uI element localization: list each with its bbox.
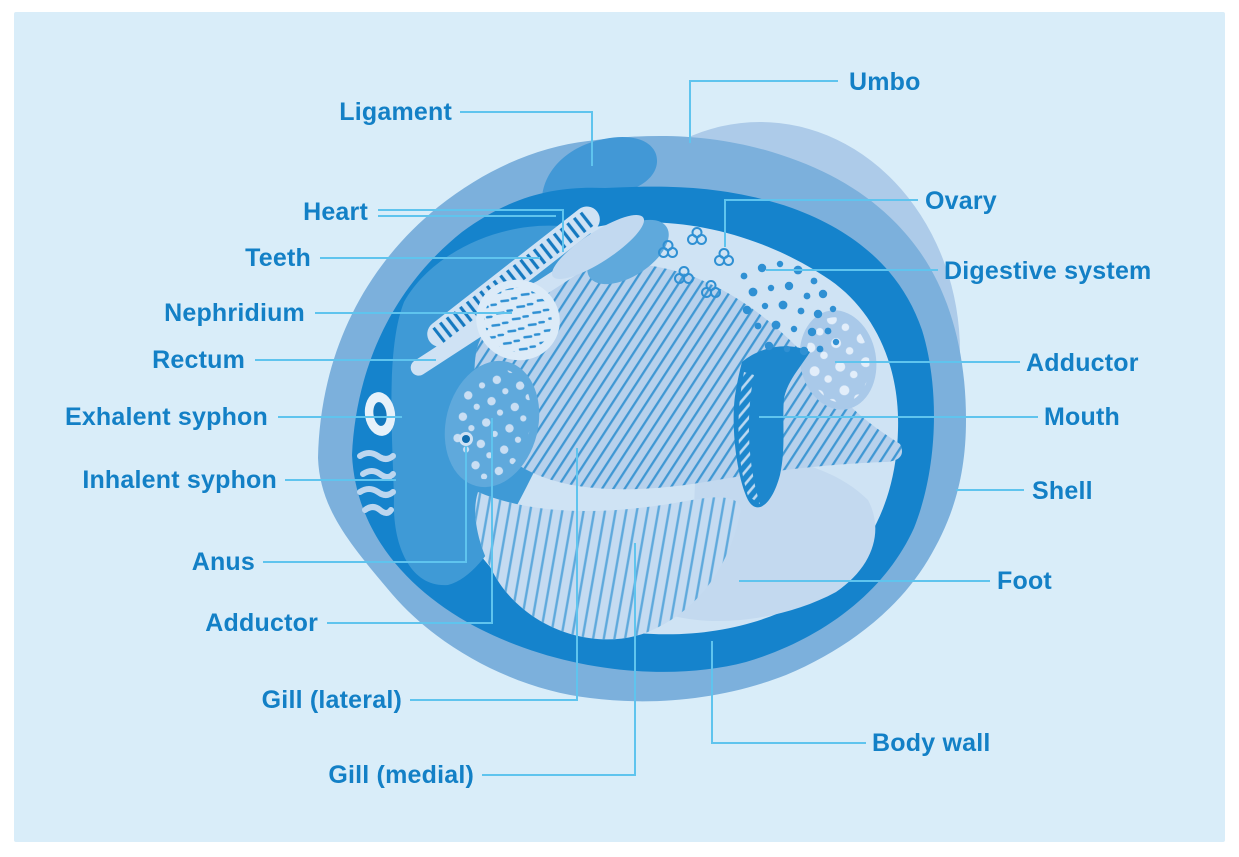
label-foot: Foot (997, 567, 1052, 595)
label-body-wall: Body wall (872, 729, 991, 757)
label-gill-lateral: Gill (lateral) (261, 686, 402, 714)
label-mouth: Mouth (1044, 403, 1120, 431)
label-adductor-left: Adductor (205, 609, 318, 637)
label-shell: Shell (1032, 477, 1093, 505)
nephridium-shape (476, 279, 560, 361)
clam-illustration (318, 122, 966, 702)
label-ovary: Ovary (925, 187, 997, 215)
leader-anus (263, 446, 467, 563)
leader-gill-lateral (410, 448, 578, 701)
leader-ligament (460, 111, 593, 166)
label-anus: Anus (191, 548, 255, 576)
label-inhalent-syphon: Inhalent syphon (82, 466, 277, 494)
leader-umbo (689, 80, 838, 143)
label-digestive-system: Digestive system (944, 257, 1152, 285)
label-ligament: Ligament (339, 98, 452, 126)
teeth-shape (427, 206, 600, 347)
label-exhalent-syphon: Exhalent syphon (64, 403, 268, 431)
digestive-system-dots (740, 260, 840, 356)
leader-adductor-left (327, 418, 493, 624)
gill-lateral-shape (474, 263, 903, 490)
leader-ovary (724, 199, 918, 247)
foot-shape (674, 455, 876, 622)
label-rectum: Rectum (152, 346, 245, 374)
label-gill-medial: Gill (medial) (328, 761, 474, 789)
label-nephridium: Nephridium (164, 299, 305, 327)
label-teeth: Teeth (245, 244, 311, 272)
adductor-posterior-shape (799, 310, 877, 410)
leader-gill-medial (482, 543, 636, 776)
exhalent-syphon-shape (364, 392, 396, 436)
heart-shape (551, 215, 669, 285)
label-umbo: Umbo (849, 68, 921, 96)
leader-heart (378, 209, 564, 252)
leader-body-wall (711, 641, 866, 744)
leader-lines (255, 80, 1038, 776)
mouth-shape (733, 346, 810, 508)
inhalent-syphon-shape (357, 450, 396, 516)
label-heart: Heart (303, 198, 368, 226)
ligament-shape (542, 136, 658, 201)
ovary-marks (658, 227, 734, 298)
label-adductor-right: Adductor (1026, 349, 1139, 377)
gill-medial-shape (475, 492, 741, 640)
anus-shape (459, 432, 473, 446)
